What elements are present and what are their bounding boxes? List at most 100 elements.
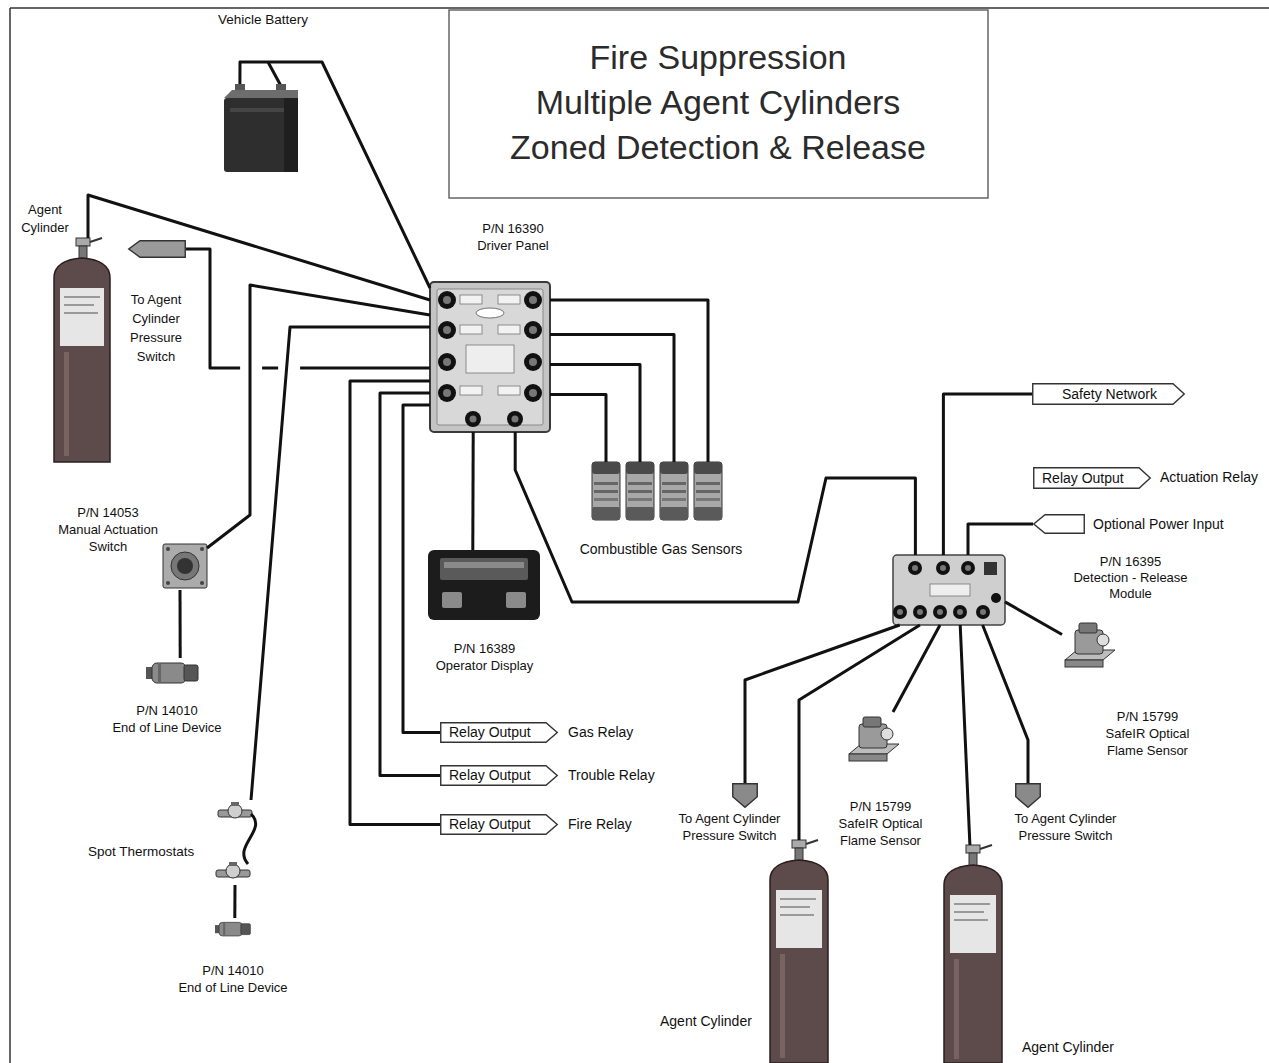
wire <box>893 625 940 712</box>
battery-symbol-part <box>230 108 292 112</box>
label-holder: P/N 14010 End of Line Device <box>111 702 223 736</box>
line-inset <box>111 702 125 719</box>
wire <box>550 300 708 462</box>
wire <box>1005 602 1062 635</box>
detection-module-symbol-part <box>917 609 923 615</box>
driver-panel-symbol-part <box>443 326 451 334</box>
label-holder: P/N 14053 Manual Actuation Switch <box>56 504 160 555</box>
tag-outline <box>1033 514 1085 534</box>
driver-panel-symbol-part <box>476 308 504 318</box>
tag-text: Relay Output <box>449 765 531 786</box>
manual-switch-symbol-part <box>200 581 204 585</box>
part-label: P/N 15799 SafeIR Optical Flame Sensor <box>833 798 928 849</box>
relay-output-tag: Relay OutputGas Relay <box>440 722 558 743</box>
detection-module-symbol-part <box>933 605 947 619</box>
agent-cylinder-symbol-part <box>954 919 988 921</box>
gas-sensor-symbol <box>660 462 688 520</box>
agent-cylinder-symbol-part <box>60 288 104 346</box>
wire <box>207 285 430 548</box>
part-label: Agent Cylinder <box>660 1012 760 1030</box>
driver-panel-symbol <box>430 282 550 432</box>
tag-outline <box>1015 783 1041 808</box>
frame-part <box>9 8 11 1063</box>
tag-outline <box>128 240 186 258</box>
wire <box>943 394 1032 555</box>
tag-outline-shape <box>441 815 558 835</box>
detection-release-module: P/N 16395 Detection - Release Module <box>893 555 1005 625</box>
driver-panel-symbol-part <box>466 345 514 373</box>
label-holder: Actuation Relay <box>1160 468 1265 486</box>
agent-cylinder-symbol-part <box>780 898 816 900</box>
tag-outline-shape <box>441 723 558 743</box>
gas-sensor-symbol <box>694 462 722 520</box>
label-holder: Fire Relay <box>568 815 668 833</box>
driver-panel-symbol-part <box>460 386 482 395</box>
manual-switch-symbol-part <box>171 552 199 580</box>
part-label: Agent Cylinder <box>1022 1038 1132 1056</box>
agent-cylinder: Agent Cylinder <box>768 840 830 1062</box>
agent-cylinder-symbol-part <box>969 853 977 866</box>
line-inset <box>209 702 223 719</box>
agent-cylinder-symbol-part <box>954 903 990 905</box>
tag-outline-shape <box>1016 784 1041 808</box>
driver-panel: P/N 16390 Driver Panel <box>430 282 550 432</box>
driver-panel-symbol-part <box>529 389 537 397</box>
detection-module-symbol-part <box>908 561 922 575</box>
detection-module-symbol-part <box>991 593 1001 603</box>
wire <box>350 381 440 825</box>
detection-module-symbol-part <box>984 562 997 575</box>
driver-panel-symbol-part <box>529 358 537 366</box>
battery-symbol-part <box>224 98 298 172</box>
label-holder: To Agent Cylinder Pressure Switch <box>126 290 186 366</box>
part-label: Gas Relay <box>568 723 668 741</box>
agent-cylinder-symbol-part <box>64 312 98 314</box>
battery-symbol-part <box>284 98 298 172</box>
pressure-switch: To Agent Cylinder Pressure Switch <box>128 240 186 258</box>
wire <box>233 885 236 918</box>
gas-sensor-symbol <box>592 462 620 520</box>
agent-cylinder-symbol-part <box>780 914 814 916</box>
operator-display-symbol-part <box>506 592 526 608</box>
agent-cylinder-symbol-part <box>54 258 110 462</box>
label-holder: Vehicle Battery <box>218 11 328 29</box>
driver-panel-symbol-part <box>524 291 542 309</box>
wire <box>179 590 182 658</box>
driver-panel-symbol-part <box>430 282 550 432</box>
operator-display-symbol-part <box>442 592 462 608</box>
relay-output-tag: Relay OutputTrouble Relay <box>440 765 558 786</box>
part-label: To Agent Cylinder Pressure Switch <box>126 290 186 366</box>
label-holder: Gas Relay <box>568 723 668 741</box>
relay-output-tag: Relay OutputActuation Relay <box>1033 467 1151 489</box>
agent-cylinder-symbol <box>54 238 110 462</box>
driver-panel-symbol-part <box>524 321 542 339</box>
agent-cylinder-symbol-part <box>954 959 959 1059</box>
line-inset <box>177 962 191 979</box>
label-holder: P/N 16389 Operator Display <box>432 640 537 674</box>
tag-outline-shape <box>1033 384 1185 405</box>
manual-switch-symbol-part <box>163 544 207 588</box>
driver-panel-symbol-part <box>460 295 482 304</box>
wire <box>960 625 970 845</box>
network-tag: Safety Network <box>1032 383 1185 405</box>
detection-module-symbol-part <box>961 561 975 575</box>
driver-panel-symbol-part <box>498 386 520 395</box>
end-of-line-symbol <box>215 922 250 936</box>
driver-panel-symbol-part <box>460 325 482 334</box>
flame-sensor-symbol <box>849 717 899 761</box>
driver-panel-symbol-part <box>443 296 451 304</box>
battery: Vehicle Battery <box>222 84 300 172</box>
wire <box>380 393 440 776</box>
part-label: P/N 16395 Detection - Release Module <box>1072 554 1189 602</box>
tag-text: Safety Network <box>1062 383 1157 405</box>
part-label: Spot Thermostats <box>88 843 208 861</box>
agent-cylinder-symbol-part <box>944 865 1002 1063</box>
wire <box>983 625 1028 783</box>
agent-cylinder-symbol-part <box>806 840 818 844</box>
part-label: P/N 14053 Manual Actuation Switch <box>56 504 160 555</box>
thermostat-symbol <box>216 862 250 878</box>
part-label: P/N 16389 Operator Display <box>432 640 537 674</box>
label-holder: To Agent Cylinder Pressure Switch <box>1008 810 1123 844</box>
wire <box>550 335 674 463</box>
agent-cylinder-symbol-part <box>64 304 94 306</box>
